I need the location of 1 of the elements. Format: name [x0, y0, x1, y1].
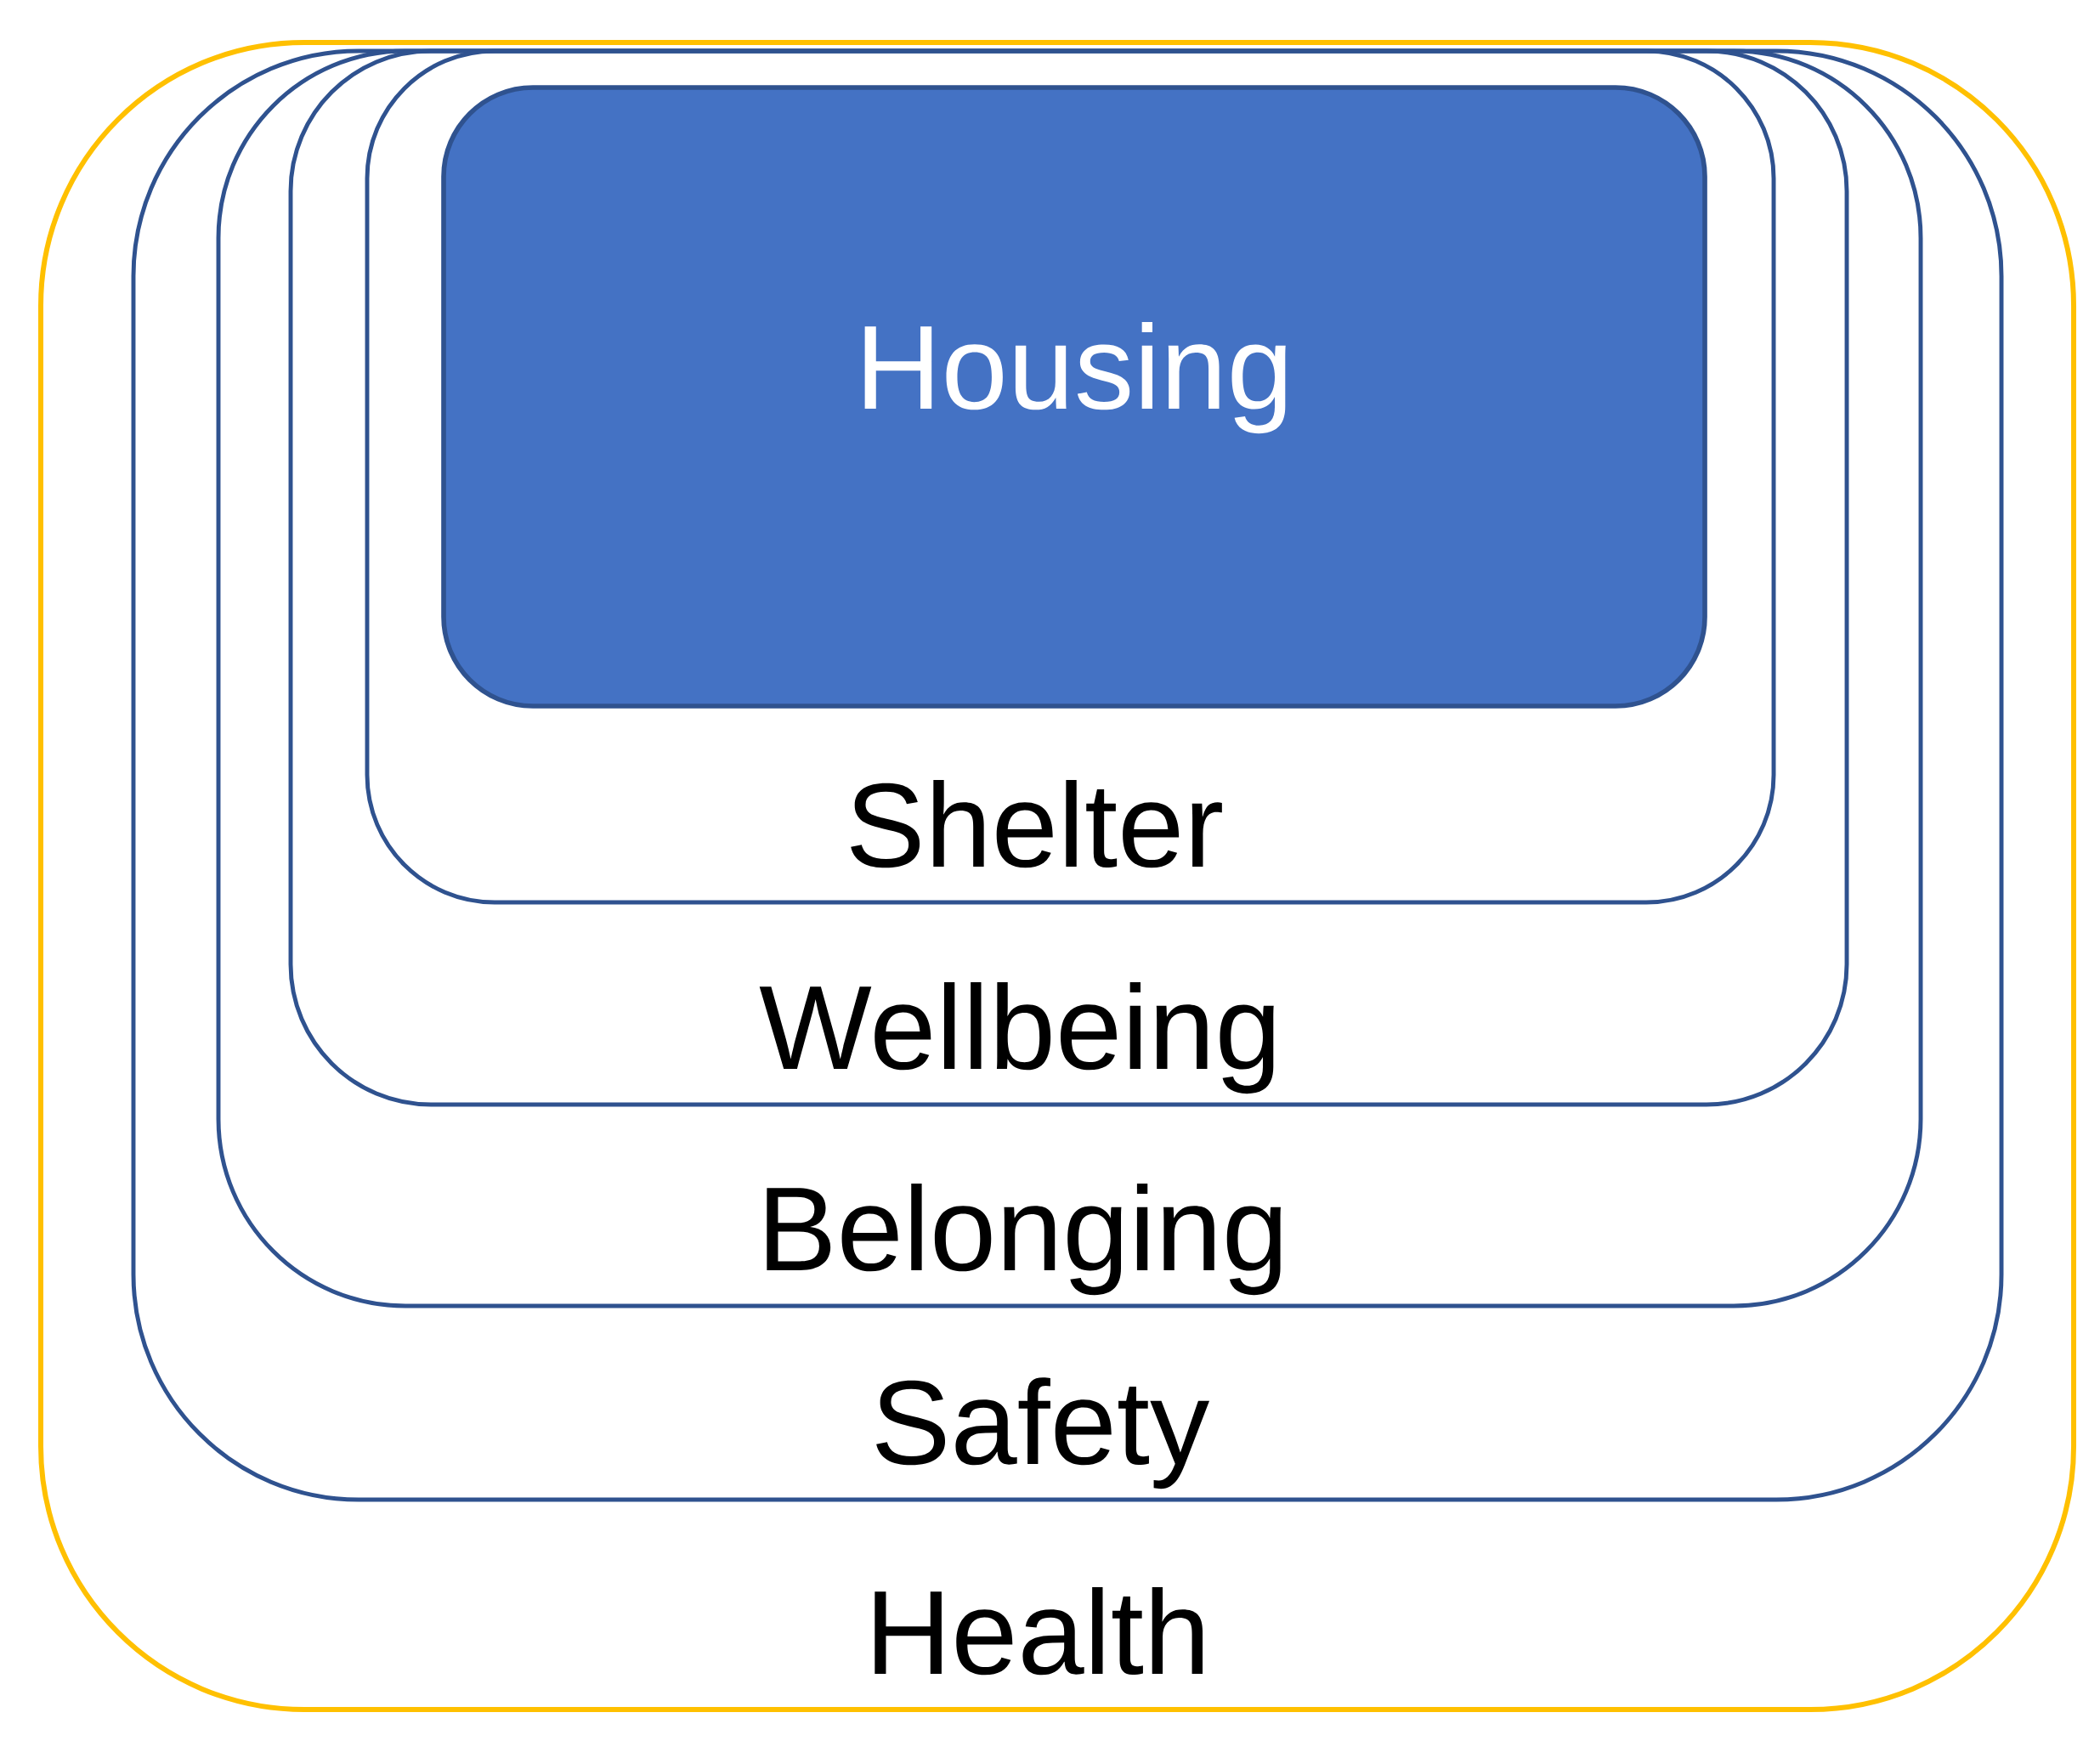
rounded-box: Housing [441, 85, 1707, 709]
